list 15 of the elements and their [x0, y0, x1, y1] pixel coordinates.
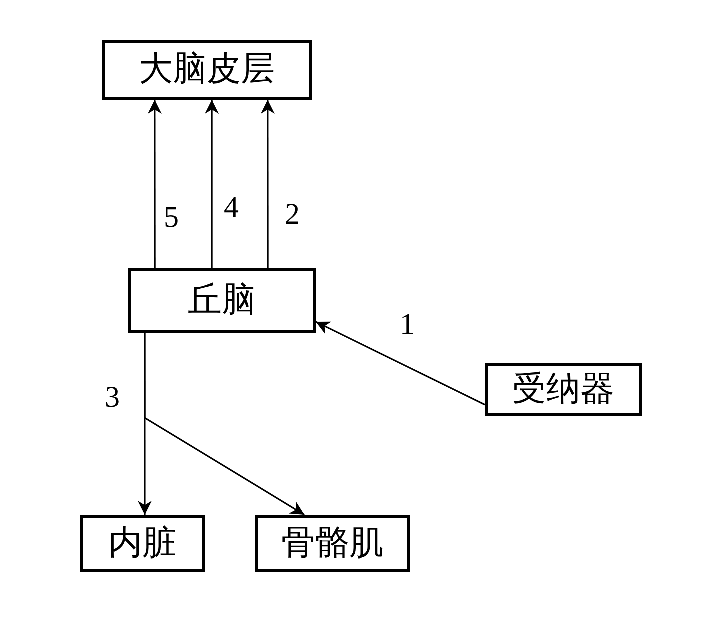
- label-box: [485, 363, 642, 416]
- label-box: [80, 515, 205, 572]
- arrow: [316, 321, 486, 406]
- node-text: 大脑皮层: [139, 53, 275, 87]
- node-text: 骨骼肌: [282, 526, 384, 560]
- arrow: [205, 100, 220, 268]
- node-text: 丘脑: [188, 284, 256, 318]
- node-text: 受纳器: [512, 372, 614, 406]
- arrow: [144, 333, 306, 516]
- label-box: [255, 515, 410, 572]
- label-box: [102, 40, 312, 100]
- node-text: 内脏: [108, 526, 176, 560]
- arrow: [260, 100, 275, 268]
- arrow: [148, 100, 162, 268]
- label-box: [128, 268, 316, 333]
